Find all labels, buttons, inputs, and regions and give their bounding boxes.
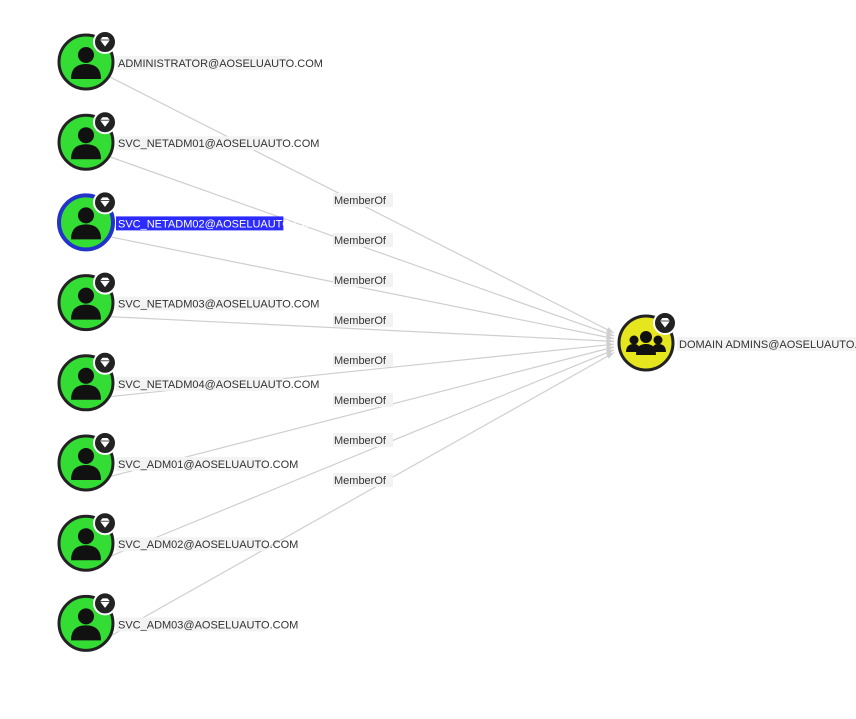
edge-memberof[interactable] — [107, 316, 615, 342]
edge-label: MemberOf — [333, 273, 393, 287]
high-value-diamond-icon — [93, 511, 117, 536]
high-value-diamond-icon — [93, 190, 117, 215]
edge-label-text: MemberOf — [334, 395, 387, 407]
user-icon — [71, 47, 101, 79]
high-value-diamond-icon — [93, 431, 117, 455]
edge-label-text: MemberOf — [334, 475, 387, 487]
edge-label-text: MemberOf — [334, 435, 387, 447]
user-node[interactable]: SVC_ADM01@AOSELUAUTO.COM — [57, 431, 298, 492]
edge-label-background — [333, 273, 393, 287]
user-node[interactable]: SVC_NETADM04@AOSELUAUTO.COM — [57, 350, 319, 412]
user-icon — [71, 287, 101, 320]
edge-labels-layer: MemberOfMemberOfMemberOfMemberOfMemberOf… — [333, 193, 393, 487]
user-node[interactable]: ADMINISTRATOR@AOSELUAUTO.COM — [57, 30, 323, 91]
user-node-label[interactable]: SVC_NETADM01@AOSELUAUTO.COM — [118, 138, 319, 150]
edge-label: MemberOf — [333, 313, 393, 327]
edge-memberof[interactable] — [107, 235, 615, 340]
edge-label: MemberOf — [333, 193, 393, 207]
user-node[interactable]: SVC_ADM02@AOSELUAUTO.COM — [57, 511, 298, 572]
user-icon — [71, 367, 101, 400]
user-node-label[interactable]: ADMINISTRATOR@AOSELUAUTO.COM — [118, 58, 323, 70]
user-node[interactable]: SVC_NETADM03@AOSELUAUTO.COM — [57, 270, 319, 332]
edge-label-background — [333, 193, 393, 207]
high-value-diamond-icon — [93, 110, 117, 135]
edges-layer — [107, 75, 615, 638]
edge-label: MemberOf — [333, 353, 393, 367]
high-value-diamond-icon — [93, 270, 117, 295]
node-label-background — [116, 56, 290, 70]
edge-label: MemberOf — [333, 433, 393, 447]
edge-label-background — [333, 433, 393, 447]
edge-arrowhead — [606, 330, 614, 336]
high-value-diamond-icon — [93, 350, 117, 375]
user-node-label[interactable]: SVC_ADM02@AOSELUAUTO.COM — [118, 539, 298, 551]
user-node-label[interactable]: SVC_NETADM03@AOSELUAUTO.COM — [118, 299, 319, 311]
user-icon — [71, 608, 101, 641]
edge-arrowhead — [606, 342, 614, 348]
user-node-selected[interactable]: SVC_NETADM02@AOSELUAUTO.COM — [57, 190, 319, 252]
edge-label-text: MemberOf — [334, 355, 387, 367]
edge-label-text: MemberOf — [334, 235, 387, 247]
edge-label-background — [333, 233, 393, 247]
edge-label-background — [333, 393, 393, 407]
node-label-background — [677, 337, 856, 351]
edge-arrowhead — [606, 334, 614, 340]
node-label-background — [116, 537, 266, 552]
node-label-background — [116, 136, 284, 151]
user-node[interactable]: SVC_ADM03@AOSELUAUTO.COM — [57, 591, 298, 652]
edge-label: MemberOf — [333, 473, 393, 487]
edge-label-text: MemberOf — [334, 275, 387, 287]
user-node[interactable]: SVC_NETADM01@AOSELUAUTO.COM — [57, 110, 319, 171]
group-node[interactable]: DOMAIN ADMINS@AOSELUAUTO.COM — [617, 311, 856, 372]
edge-label: MemberOf — [333, 393, 393, 407]
edge-arrowhead — [606, 352, 614, 359]
user-node-label[interactable]: SVC_NETADM04@AOSELUAUTO.COM — [118, 379, 319, 391]
node-label-background — [116, 296, 284, 311]
node-label-background — [116, 457, 266, 471]
edge-arrowhead — [606, 338, 614, 344]
user-icon — [71, 528, 101, 561]
user-icon — [71, 207, 101, 240]
user-node-label[interactable]: SVC_NETADM02@AOSELUAUTO.COM — [118, 218, 319, 230]
user-icon — [71, 127, 101, 160]
high-value-diamond-icon — [93, 30, 117, 54]
edge-memberof[interactable] — [107, 352, 615, 638]
edge-label-background — [333, 313, 393, 327]
high-value-diamond-icon — [653, 311, 677, 335]
edge-label-background — [333, 353, 393, 367]
edge-arrowhead — [606, 327, 614, 333]
group-node-label[interactable]: DOMAIN ADMINS@AOSELUAUTO.COM — [679, 339, 856, 351]
user-node-label[interactable]: SVC_ADM01@AOSELUAUTO.COM — [118, 459, 298, 471]
edge-memberof[interactable] — [107, 349, 615, 558]
node-label-background — [116, 617, 266, 632]
user-icon — [71, 448, 101, 480]
user-node-label[interactable]: SVC_ADM03@AOSELUAUTO.COM — [118, 619, 298, 631]
high-value-diamond-icon — [93, 591, 117, 616]
node-label-background — [116, 216, 284, 231]
edge-label-text: MemberOf — [334, 315, 387, 327]
edge-label-text: MemberOf — [334, 195, 387, 207]
edge-memberof[interactable] — [107, 346, 615, 478]
edge-label: MemberOf — [333, 233, 393, 247]
users-group-icon — [626, 331, 666, 355]
node-label-background — [116, 376, 284, 391]
nodes-layer: ADMINISTRATOR@AOSELUAUTO.COM SVC_NETADM01… — [57, 30, 856, 652]
edge-label-background — [333, 473, 393, 487]
